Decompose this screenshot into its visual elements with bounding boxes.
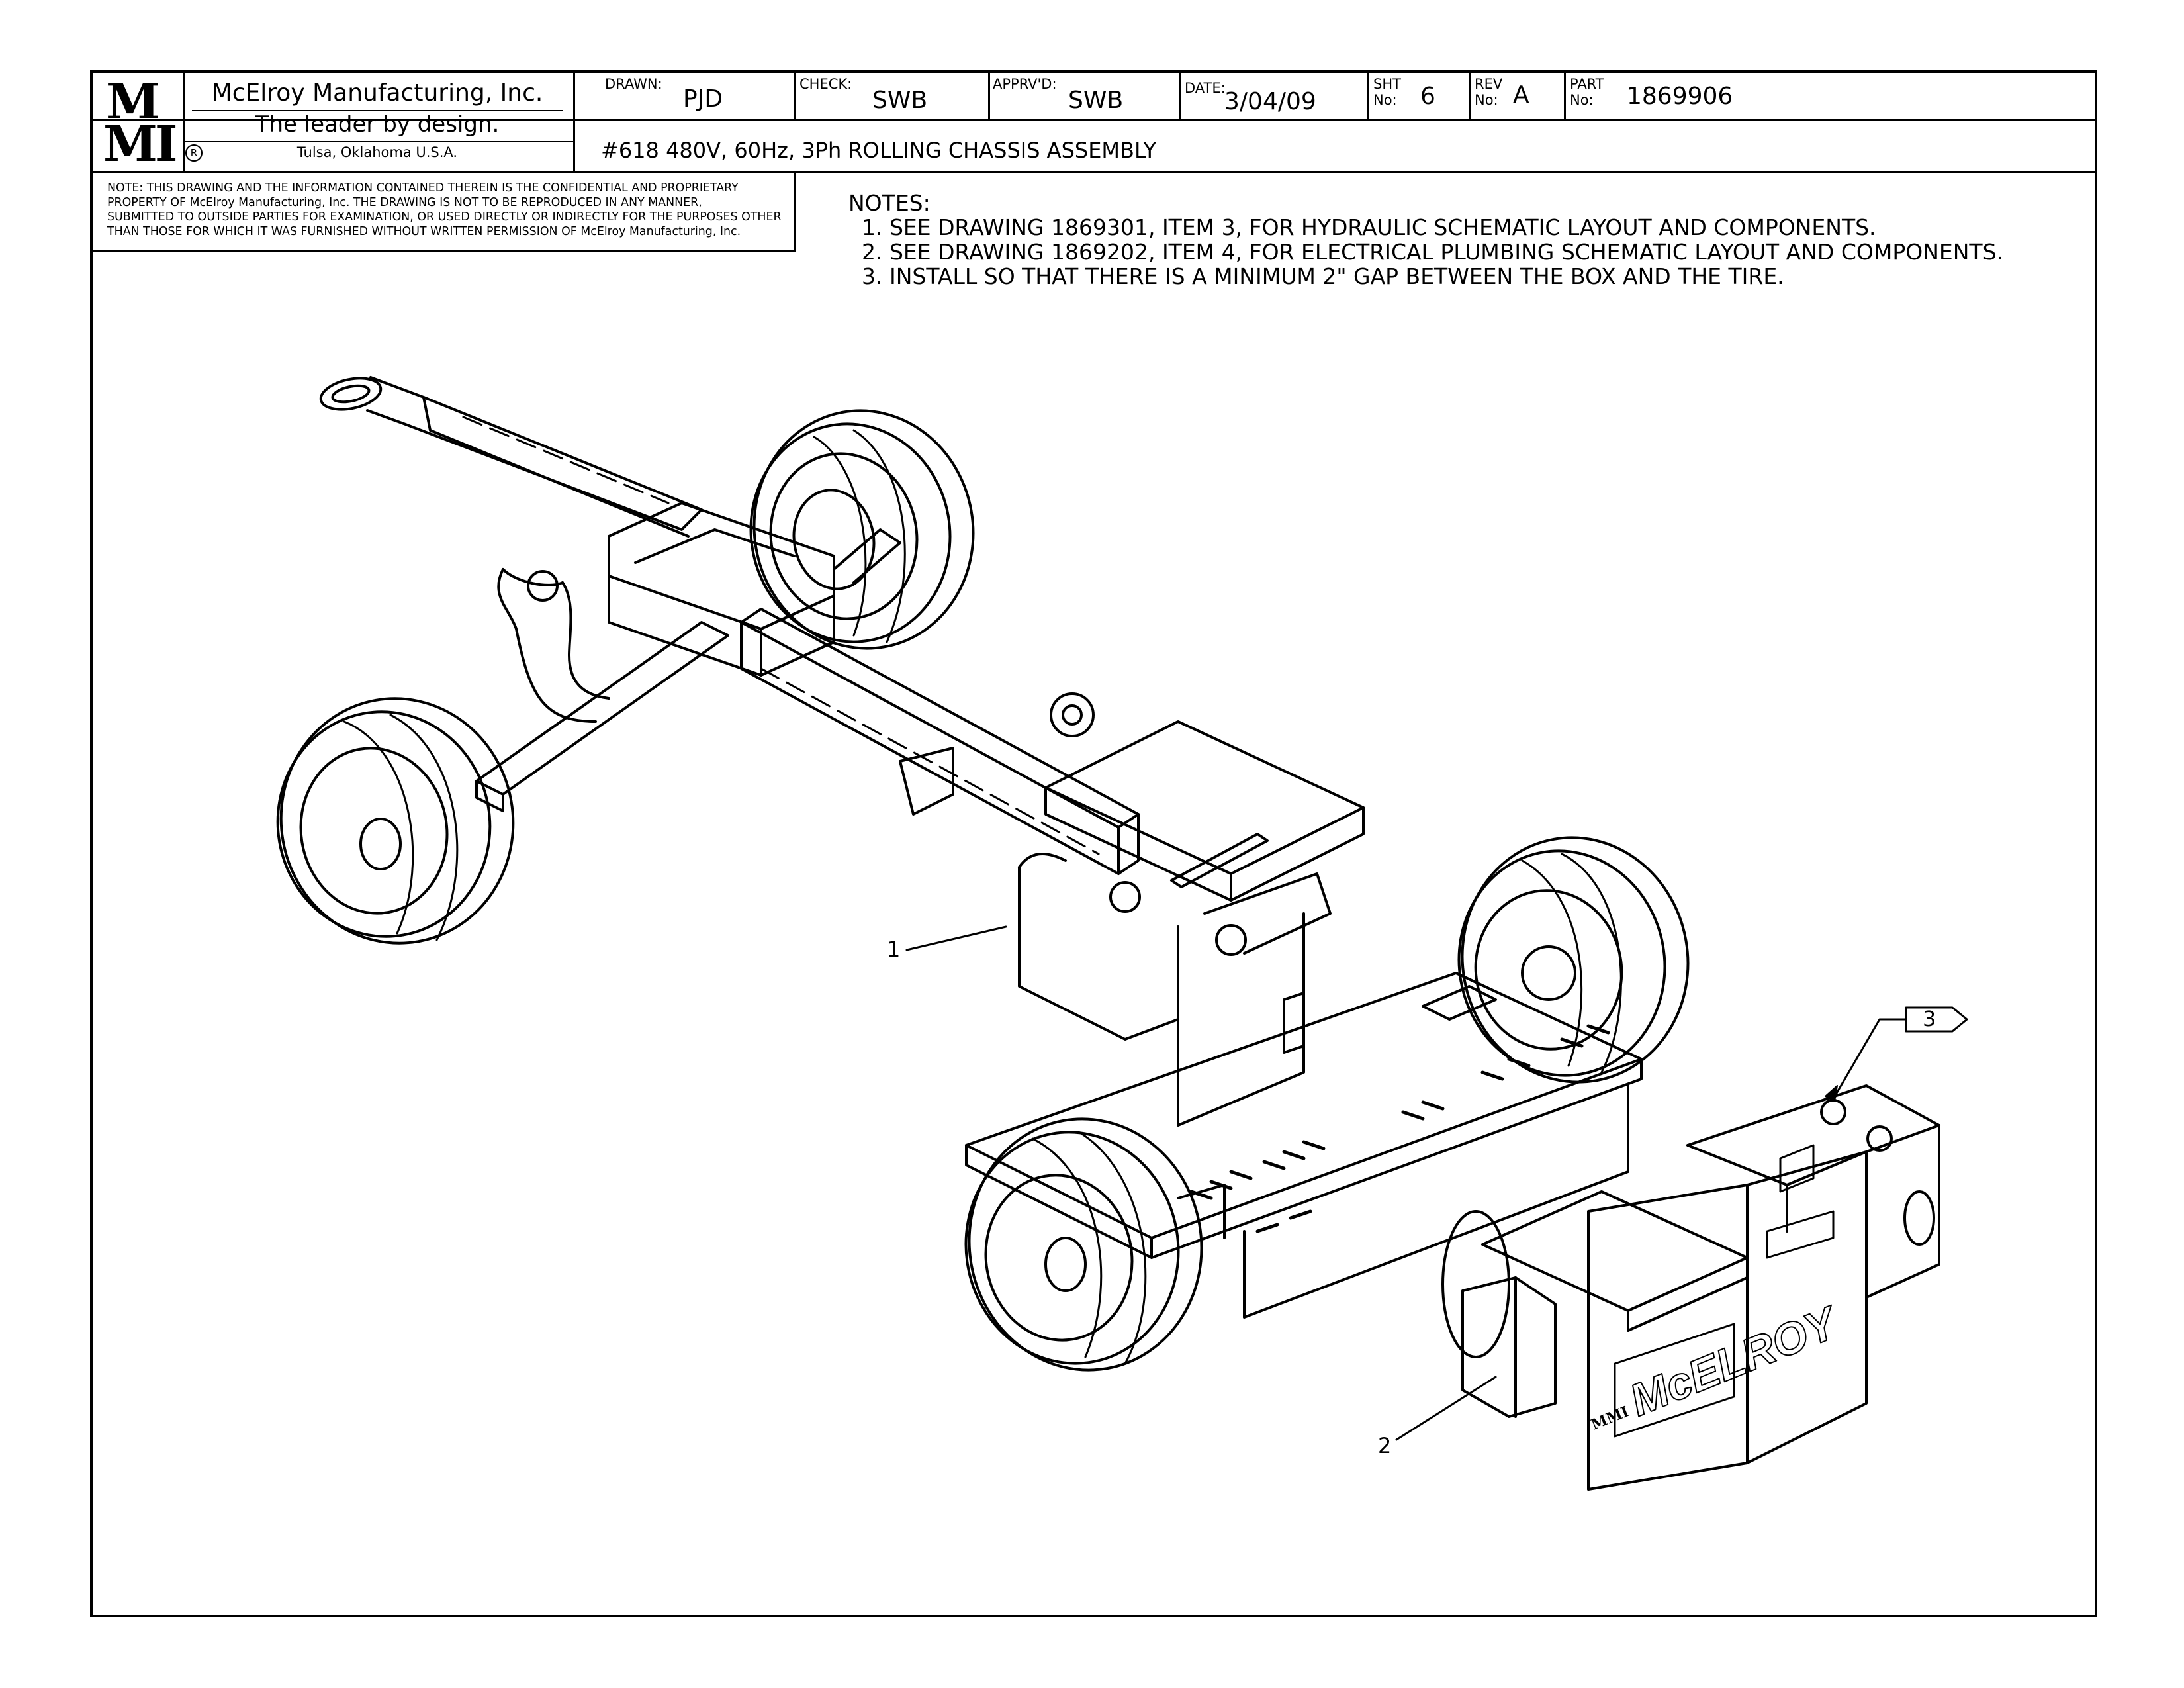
drawn-value: PJD	[683, 85, 723, 113]
callout-1: 1	[887, 937, 901, 962]
callout-3: 3	[1923, 1006, 1936, 1031]
date-value: 3/04/09	[1224, 88, 1316, 115]
company-location: Tulsa, Oklahoma U.S.A.	[296, 144, 458, 160]
leader-line-3	[1832, 1018, 1906, 1100]
rev-label: REV	[1475, 76, 1503, 92]
mmi-logo: M MI	[103, 73, 178, 173]
registered-mark: R	[185, 144, 203, 162]
note-3: 3. INSTALL SO THAT THERE IS A MINIMUM 2"…	[862, 263, 1784, 289]
leader-line-2	[1395, 1376, 1497, 1441]
rear-right-tire	[1457, 836, 1690, 1084]
part-value: 1869906	[1627, 83, 1733, 110]
header-bottom-border	[93, 171, 2095, 173]
notes-heading: NOTES:	[848, 190, 931, 216]
company-divider	[573, 73, 575, 171]
rev-value: A	[1513, 81, 1529, 109]
front-right-tire	[749, 409, 975, 650]
part-label: PART	[1570, 76, 1604, 92]
leader-line-1	[905, 925, 1007, 951]
drawing-title: #618 480V, 60Hz, 3Ph ROLLING CHASSIS ASS…	[601, 138, 1157, 163]
notice-box-bottom	[93, 250, 796, 252]
front-axle	[475, 502, 901, 812]
front-left-tire	[276, 697, 515, 945]
check-label: CHECK:	[799, 76, 852, 92]
note-2: 2. SEE DRAWING 1869202, ITEM 4, FOR ELEC…	[862, 239, 2004, 265]
company-name: McElroy Manufacturing, Inc.	[211, 79, 543, 107]
tow-bar	[319, 376, 703, 538]
power-unit-brand: McELROY	[1623, 1296, 1846, 1426]
note-1: 1. SEE DRAWING 1869301, ITEM 3, FOR HYDR…	[862, 214, 1876, 240]
center-bracket	[1018, 853, 1305, 1127]
apprvd-label: APPRV'D:	[993, 76, 1057, 92]
power-unit	[1441, 1084, 1940, 1491]
company-underline	[192, 110, 563, 111]
logo-divider	[183, 73, 185, 171]
sheet-label: SHT	[1373, 76, 1401, 92]
apprvd-value: SWB	[1068, 87, 1124, 114]
drawing-sheet: M MI McElroy Manufacturing, Inc. The lea…	[90, 70, 2097, 1617]
callout-balloon-3	[1905, 1006, 1968, 1033]
power-unit-logo: MMI	[1589, 1403, 1631, 1433]
date-label: DATE:	[1185, 80, 1226, 96]
slogan-underline	[183, 141, 573, 142]
confidential-notice: NOTE: THIS DRAWING AND THE INFORMATION C…	[107, 181, 782, 238]
rear-left-tire	[964, 1117, 1203, 1372]
check-value: SWB	[872, 87, 928, 114]
drawn-label: DRAWN:	[605, 76, 662, 92]
drawing-notes: NOTES: 1. SEE DRAWING 1869301, ITEM 3, F…	[848, 191, 2003, 289]
title-block-divider	[93, 119, 2095, 121]
company-slogan: The leader by design.	[255, 111, 500, 138]
sheet-value: 6	[1420, 83, 1435, 110]
notice-box-right	[794, 171, 796, 250]
callout-2: 2	[1378, 1433, 1392, 1458]
leader-arrow-3	[1825, 1085, 1838, 1102]
frame-rail	[740, 608, 1365, 956]
